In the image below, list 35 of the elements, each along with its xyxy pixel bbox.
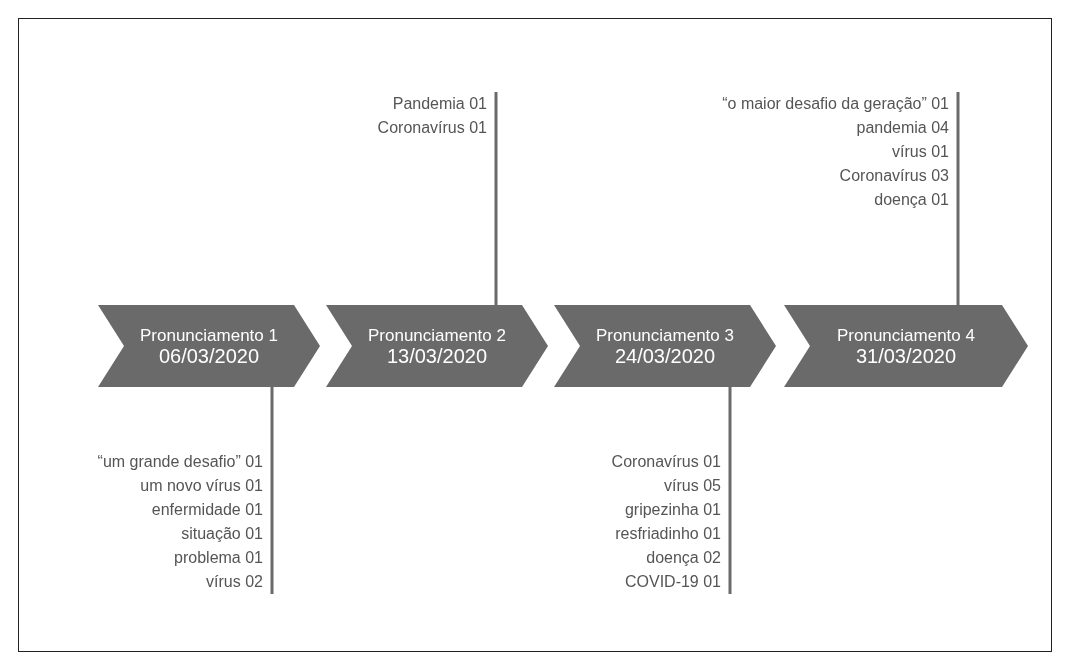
connector-line <box>728 387 732 594</box>
term-count: Coronavírus 01 <box>610 452 721 472</box>
stage-date: 31/03/2020 <box>854 346 958 367</box>
term-count: doença 02 <box>645 548 721 568</box>
stage-title: Pronunciamento 4 <box>836 325 976 346</box>
term-count: pandemia 04 <box>855 118 949 138</box>
term-count: “o maior desafio da geração” 01 <box>721 94 949 114</box>
stage-title: Pronunciamento 1 <box>139 325 279 346</box>
term-count: resfriadinho 01 <box>614 524 721 544</box>
stage-title: Pronunciamento 3 <box>595 325 735 346</box>
term-count: gripezinha 01 <box>623 500 721 520</box>
timeline-stage <box>326 305 548 387</box>
term-count: Coronavírus 01 <box>376 118 487 138</box>
stage-title: Pronunciamento 2 <box>367 325 507 346</box>
term-count: problema 01 <box>173 548 263 568</box>
term-count: Pandemia 01 <box>391 94 487 114</box>
stage-date: 06/03/2020 <box>157 346 261 367</box>
term-count: vírus 01 <box>891 142 949 162</box>
term-count: COVID-19 01 <box>623 572 721 592</box>
connector-line <box>494 92 498 305</box>
connector-line <box>270 387 274 594</box>
connector-line <box>956 92 960 305</box>
term-count: vírus 02 <box>205 572 263 592</box>
timeline-stage <box>554 305 776 387</box>
stage-date: 24/03/2020 <box>613 346 717 367</box>
stage-date: 13/03/2020 <box>385 346 489 367</box>
term-count: Coronavírus 03 <box>838 166 949 186</box>
timeline-stage <box>98 305 320 387</box>
timeline-stage <box>784 305 1028 387</box>
term-count: vírus 05 <box>663 476 721 496</box>
term-count: situação 01 <box>180 524 263 544</box>
term-count: um novo vírus 01 <box>139 476 263 496</box>
term-count: doença 01 <box>873 190 949 210</box>
term-count: “um grande desafio” 01 <box>96 452 263 472</box>
term-count: enfermidade 01 <box>150 500 263 520</box>
